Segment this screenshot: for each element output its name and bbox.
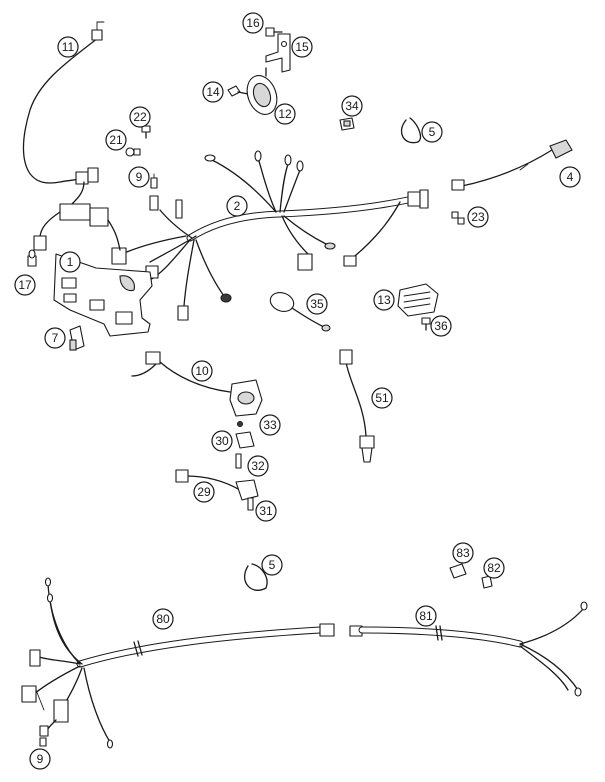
callout-30: 30 [211, 430, 233, 452]
callout-32: 32 [247, 455, 269, 477]
part-15-bracket [265, 33, 291, 73]
callout-7: 7 [44, 327, 66, 349]
callout-36: 36 [430, 315, 452, 337]
callout-31-label: 31 [259, 504, 273, 518]
callout-17-label: 17 [18, 278, 32, 292]
callout-4: 4 [559, 166, 581, 188]
part-9-fuse-top [150, 173, 158, 189]
callout-33: 33 [259, 414, 281, 436]
part-1-mounting-plate [53, 253, 153, 337]
callout-10-label: 10 [195, 364, 209, 378]
callout-10: 10 [191, 360, 213, 382]
callout-30-label: 30 [215, 434, 229, 448]
part-31-screw [247, 497, 254, 511]
callout-82-label: 82 [487, 561, 501, 575]
callout-33-label: 33 [263, 418, 277, 432]
part-80-harness [21, 577, 335, 749]
callout-36-label: 36 [434, 319, 448, 333]
callout-9-bottom-label: 9 [37, 752, 44, 766]
callout-5-top: 5 [421, 121, 443, 143]
callout-4-label: 4 [567, 170, 574, 184]
part-7-clip [69, 325, 85, 351]
part-10-switch [131, 351, 263, 417]
part-13-regulator [397, 283, 439, 317]
callout-12: 12 [274, 103, 296, 125]
callout-34-label: 34 [345, 99, 359, 113]
part-81-harness [349, 601, 588, 697]
part-35-capacitor [269, 292, 331, 332]
callout-51: 51 [371, 387, 393, 409]
callout-5-bottom-label: 5 [269, 558, 276, 572]
part-16-screw [265, 27, 283, 37]
callout-7-label: 7 [52, 331, 59, 345]
callout-29-label: 29 [197, 485, 211, 499]
callout-2: 2 [226, 195, 248, 217]
callout-80: 80 [152, 608, 174, 630]
callout-5-top-label: 5 [429, 125, 436, 139]
callout-23-label: 23 [471, 210, 485, 224]
callout-32-label: 32 [251, 459, 265, 473]
part-51-temp-sensor [339, 349, 375, 463]
callout-29: 29 [193, 481, 215, 503]
part-21-screw [125, 147, 141, 157]
part-83-cap [449, 563, 467, 579]
part-22-screw [141, 125, 151, 139]
callout-35-label: 35 [310, 297, 324, 311]
part-4-cable [451, 139, 573, 191]
callout-11-label: 11 [62, 40, 75, 54]
part-30-cover [235, 431, 255, 449]
callout-83-label: 83 [456, 546, 470, 560]
callout-23: 23 [467, 206, 489, 228]
callout-17: 17 [14, 274, 36, 296]
part-9-fuse-bottom [39, 737, 47, 747]
callout-34: 34 [341, 95, 363, 117]
callout-9-top-label: 9 [136, 170, 143, 184]
callout-22-label: 22 [133, 110, 147, 124]
callout-31: 31 [255, 500, 277, 522]
part-11-sensor-cable [22, 21, 105, 185]
part-33-ball [237, 421, 243, 427]
callout-2-label: 2 [234, 199, 241, 213]
part-29-switch-cable [175, 469, 259, 501]
part-14-bolt [227, 85, 249, 97]
callout-22: 22 [129, 106, 151, 128]
callout-11: 11 [57, 36, 79, 58]
part-34-clip [339, 117, 355, 131]
callout-9-bottom: 9 [29, 748, 51, 770]
callout-21: 21 [105, 129, 127, 151]
callout-9-top: 9 [128, 166, 150, 188]
relay-connector [33, 181, 121, 251]
callout-15: 15 [291, 36, 313, 58]
callout-35: 35 [306, 293, 328, 315]
part-2-main-harness [111, 150, 429, 321]
callout-1-label: 1 [67, 255, 74, 269]
part-12-horn [246, 67, 278, 115]
part-32-screw [235, 453, 242, 469]
callout-16-label: 16 [246, 16, 260, 30]
part-5-cable-tie-top [401, 117, 422, 144]
callout-21-label: 21 [109, 133, 123, 147]
callout-5-bottom: 5 [261, 554, 283, 576]
part-23-screws [451, 211, 465, 225]
callout-12-label: 12 [278, 107, 292, 121]
callout-14-label: 14 [206, 85, 220, 99]
part-36-bolt [421, 317, 431, 331]
callout-81: 81 [415, 605, 437, 627]
callout-51-label: 51 [375, 391, 389, 405]
callout-13-label: 13 [377, 293, 391, 307]
part-5-cable-tie-bottom [243, 563, 268, 591]
callout-80-label: 80 [156, 612, 170, 626]
callout-81-label: 81 [419, 609, 433, 623]
part-82-terminal [481, 575, 493, 589]
callout-15-label: 15 [295, 40, 309, 54]
callout-83: 83 [452, 542, 474, 564]
callout-82: 82 [483, 557, 505, 579]
callout-14: 14 [202, 81, 224, 103]
callout-16: 16 [242, 12, 264, 34]
part-17-bulb [27, 249, 37, 267]
callout-1: 1 [59, 251, 81, 273]
callout-13: 13 [373, 289, 395, 311]
